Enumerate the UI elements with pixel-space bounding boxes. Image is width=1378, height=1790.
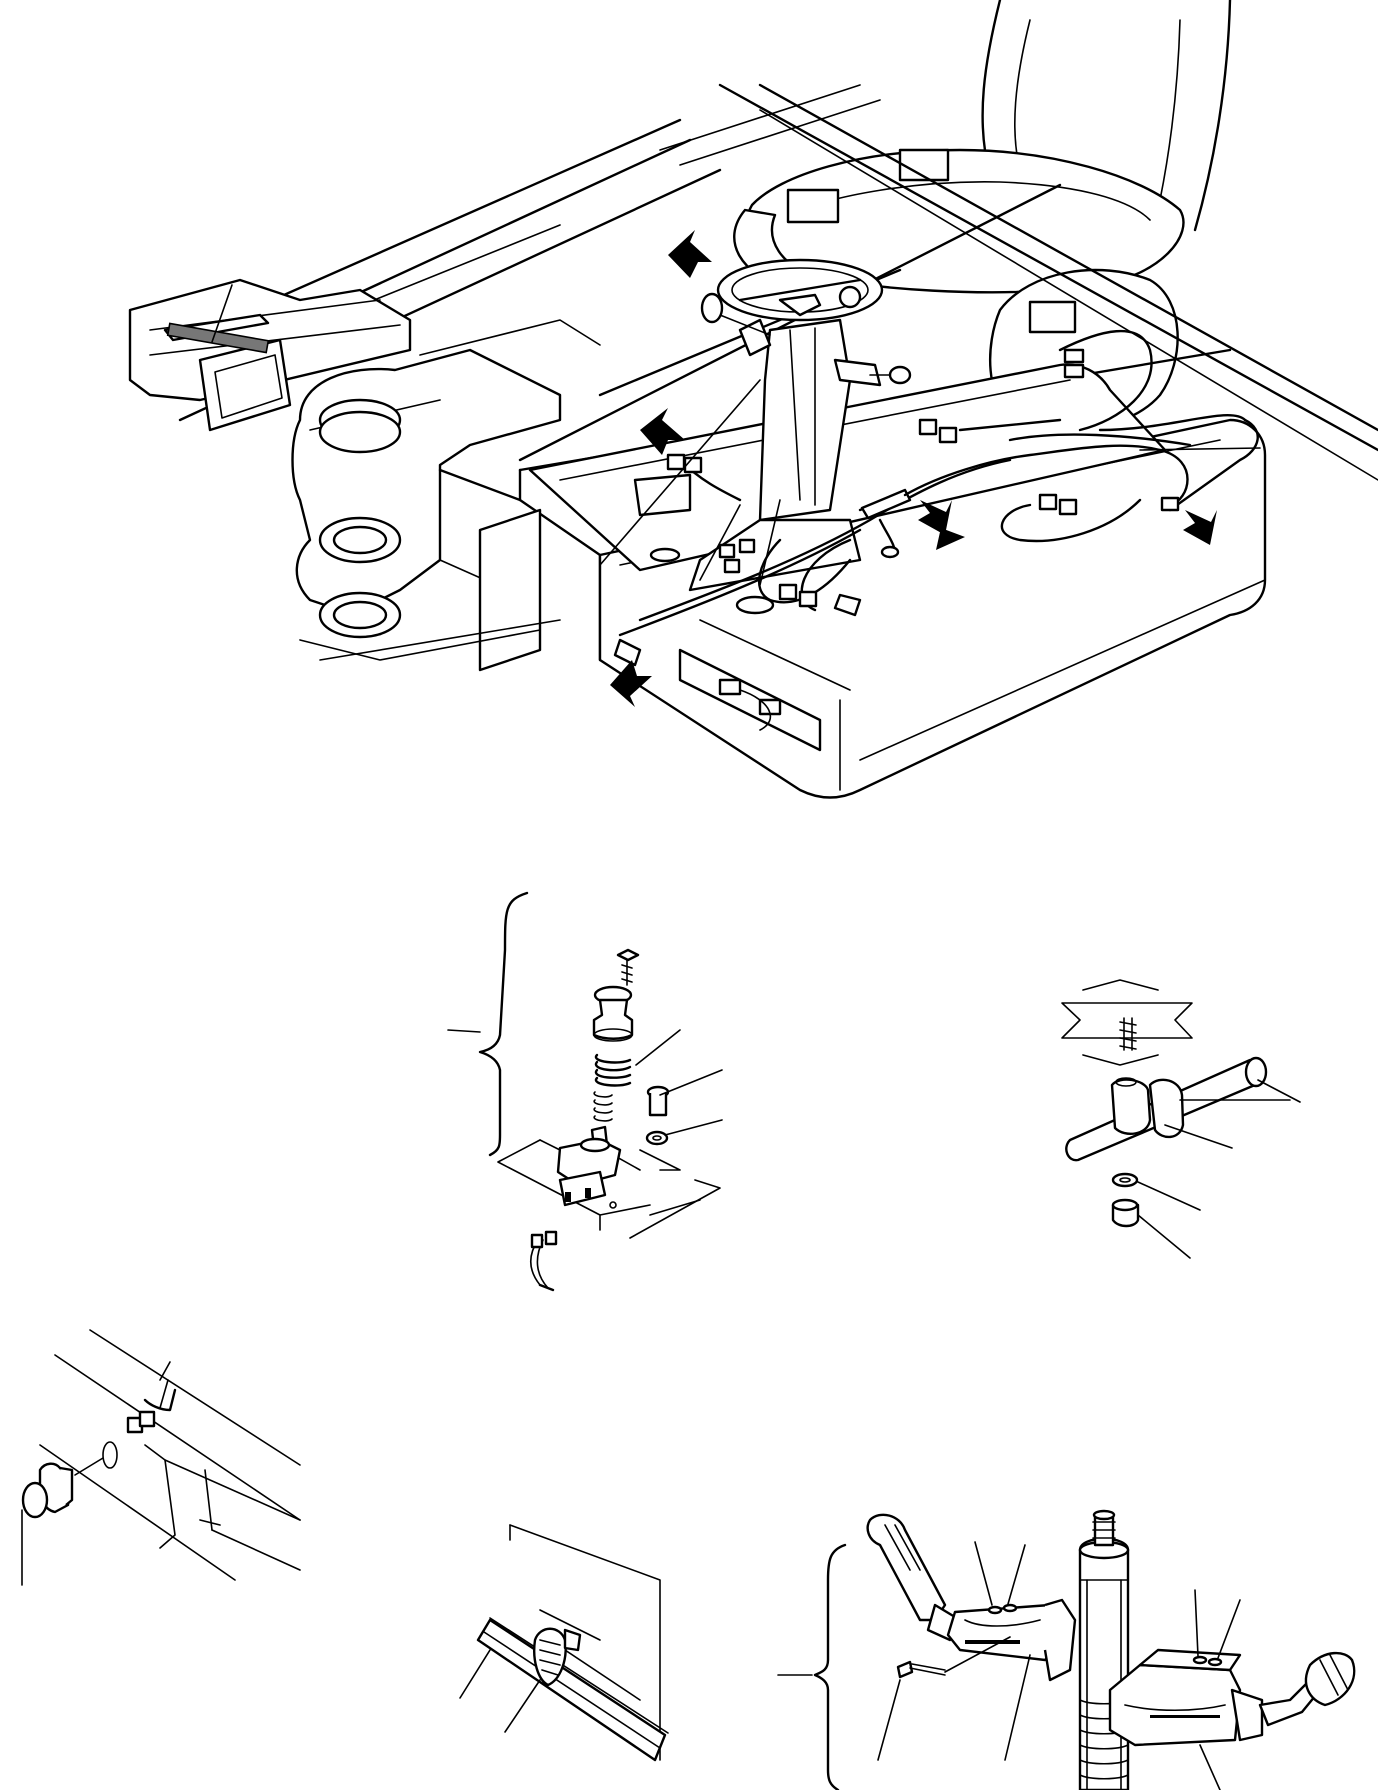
leader-line xyxy=(1199,1744,1221,1790)
main-assembly-view xyxy=(128,0,1378,799)
leader-line xyxy=(1007,1544,1026,1605)
callout-arrow xyxy=(1183,510,1217,545)
leader-line xyxy=(1194,1589,1199,1657)
leader-line xyxy=(459,1649,491,1699)
connector-detail-view xyxy=(21,1329,301,1586)
callout-arrow xyxy=(610,660,652,707)
leader-line xyxy=(877,1679,901,1761)
leader-line xyxy=(504,1679,541,1733)
callout-arrow xyxy=(918,500,952,535)
leader-line xyxy=(1137,1181,1201,1211)
wire-harness xyxy=(599,329,1259,667)
switch-detail-view xyxy=(447,891,723,1292)
leader-line xyxy=(974,1541,993,1606)
brace xyxy=(478,891,529,1157)
leader-line xyxy=(1137,1214,1191,1259)
nameplate xyxy=(166,322,270,354)
brace xyxy=(813,1543,847,1790)
leader-line xyxy=(447,1029,481,1033)
leader-line xyxy=(1257,1079,1301,1103)
callout-arrow xyxy=(668,230,712,278)
leader-line xyxy=(1139,447,1261,451)
boom-arm xyxy=(128,278,601,672)
leader-line xyxy=(649,1199,701,1216)
leader-line xyxy=(1164,1124,1233,1149)
steering-column xyxy=(688,258,912,592)
leader-line xyxy=(1217,1599,1241,1659)
callout-arrows xyxy=(610,230,1217,707)
lever-detail-view xyxy=(777,1509,1356,1790)
leader-line xyxy=(1004,1654,1031,1761)
callout-arrow xyxy=(640,408,685,455)
callout-arrow xyxy=(925,522,965,550)
band-detail-view xyxy=(459,1524,669,1762)
leader-line xyxy=(211,284,233,343)
clamp-detail-view xyxy=(1061,979,1301,1259)
